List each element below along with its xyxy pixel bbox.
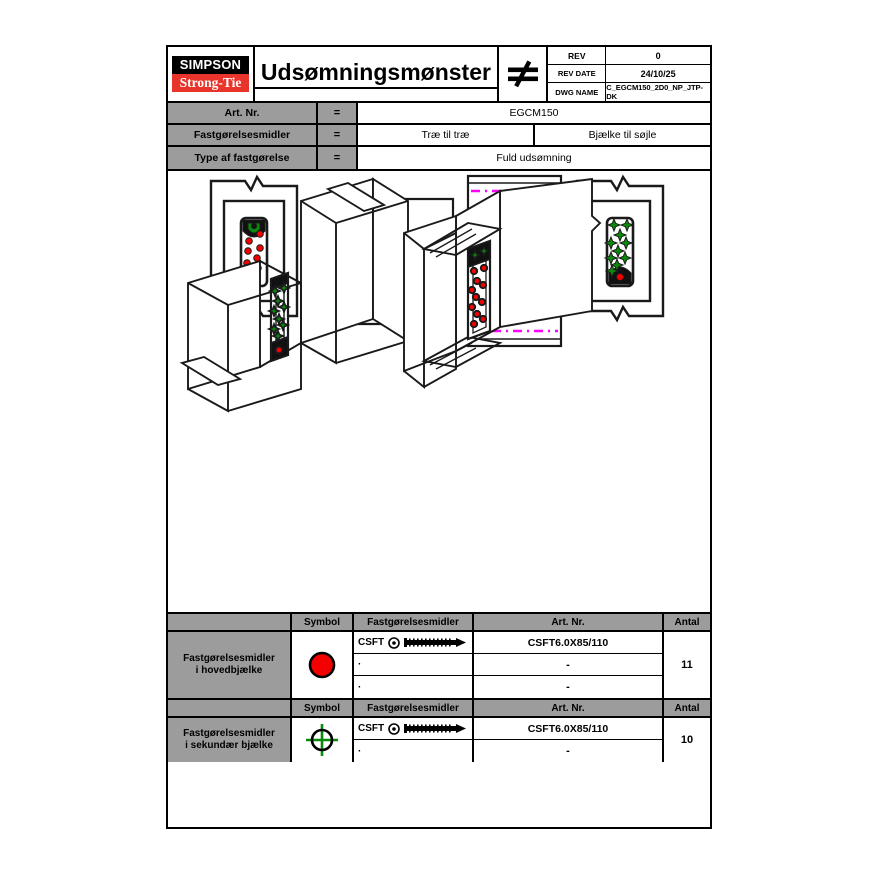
fastener-code-3: · xyxy=(358,681,362,693)
view-isometric-beam-to-column-left xyxy=(179,177,409,413)
header-quantity: Antal xyxy=(674,616,700,628)
specification-table: Art. Nr. = EGCM150 Fastgørelsesmidler = … xyxy=(168,103,710,171)
article-column: CSFT6.0X85/110 - - xyxy=(474,632,664,698)
dwg-name-label: DWG NAME xyxy=(548,83,607,101)
screw-head-icon xyxy=(388,636,400,649)
rev-date-label: REV DATE xyxy=(548,65,607,82)
fastener-table-main-beam: Symbol Fastgørelsesmidler Art. Nr. Antal… xyxy=(168,614,710,700)
header-article: Art. Nr. xyxy=(474,614,664,630)
spec-row-article: Art. Nr. = EGCM150 xyxy=(168,103,710,125)
symbol-cell-red-circle xyxy=(292,632,354,698)
fastener-row-2-1: CSFT xyxy=(354,718,472,740)
dwg-name-row: DWG NAME C_EGCM150_2D0_NP_JTP-DK xyxy=(548,83,710,101)
revision-date-row: REV DATE 24/10/25 xyxy=(548,65,710,83)
header-article-2: Art. Nr. xyxy=(474,700,664,716)
spec-equals-article: = xyxy=(318,103,358,123)
header-symbol: Symbol xyxy=(292,614,354,630)
header-fastener-2: Fastgørelsesmidler xyxy=(354,700,474,716)
fastener-description-line2: i hovedbjælke xyxy=(195,665,263,676)
revision-block: REV 0 REV DATE 24/10/25 DWG NAME C_EGCM1… xyxy=(548,47,710,101)
spec-label-fastening-type: Type af fastgørelse xyxy=(168,147,318,169)
green-crosshair-circle-icon xyxy=(306,724,338,756)
title-block: SIMPSON Strong-Tie Udsømningsmønster REV… xyxy=(168,47,710,103)
rev-label: REV xyxy=(548,47,607,64)
dwg-name-value: C_EGCM150_2D0_NP_JTP-DK xyxy=(606,83,703,101)
fastener-row-2-2: · xyxy=(354,740,472,762)
fastener-table-body: Fastgørelsesmidler i hovedbjælke CSFT xyxy=(168,632,710,698)
article-row-2: - xyxy=(474,654,662,676)
logo-simpson-text: SIMPSON xyxy=(172,55,249,74)
screw-icon-2 xyxy=(404,724,467,733)
rev-date-value: 24/10/25 xyxy=(640,68,676,79)
red-filled-circle-icon xyxy=(308,651,336,679)
fastener-description-2-line2: i sekundær bjælke xyxy=(185,740,273,751)
rev-value: 0 xyxy=(655,50,661,61)
header-spacer-2 xyxy=(168,700,292,716)
fastener-row-1: CSFT xyxy=(354,632,472,654)
spec-label-article: Art. Nr. xyxy=(168,103,318,123)
spec-value-fastening-type: Fuld udsømning xyxy=(496,152,572,164)
sheet-title-text: Udsømningsmønster xyxy=(254,59,497,89)
fastener-description-line1: Fastgørelsesmidler xyxy=(183,652,275,664)
spec-value-wood-to-wood: Træ til træ xyxy=(421,129,470,141)
view-front-elevation-right xyxy=(575,174,665,323)
fastener-code-2-2: · xyxy=(358,745,362,757)
not-equal-symbol-icon xyxy=(507,60,538,88)
fastener-code: CSFT xyxy=(358,637,385,648)
fastener-column: CSFT xyxy=(354,632,474,698)
article-row-3: - xyxy=(566,681,570,693)
spec-row-fastening-type: Type af fastgørelse = Fuld udsømning xyxy=(168,147,710,169)
spec-label-fasteners: Fastgørelsesmidler xyxy=(168,125,318,145)
fastener-marks-red xyxy=(467,263,489,329)
spec-equals-fastening-type: = xyxy=(318,147,358,169)
fastener-table-header-2: Symbol Fastgørelsesmidler Art. Nr. Antal xyxy=(168,700,710,718)
spec-value-article: EGCM150 xyxy=(509,107,559,119)
drawing-sheet: SIMPSON Strong-Tie Udsømningsmønster REV… xyxy=(166,45,712,829)
fastener-table-header: Symbol Fastgørelsesmidler Art. Nr. Antal xyxy=(168,614,710,632)
article-row-2-2: - xyxy=(566,745,570,757)
spec-row-fasteners: Fastgørelsesmidler = Træ til træ Bjælke … xyxy=(168,125,710,147)
fastener-code-2: · xyxy=(358,659,362,670)
spec-value-beam-to-column: Bjælke til søjle xyxy=(533,125,710,145)
sheet-title: Udsømningsmønster xyxy=(254,47,499,101)
revision-row: REV 0 xyxy=(548,47,710,65)
fastener-row-3: · xyxy=(354,676,472,698)
fastener-column-2: CSFT xyxy=(354,718,474,762)
spec-equals-fasteners: = xyxy=(318,125,358,145)
fastener-table-secondary-beam: Symbol Fastgørelsesmidler Art. Nr. Antal… xyxy=(168,700,710,762)
drawing-area xyxy=(168,171,710,614)
fastener-description-2-line1: Fastgørelsesmidler xyxy=(183,727,275,739)
fastener-row-2: · xyxy=(354,654,472,676)
header-symbol-2: Symbol xyxy=(292,700,354,716)
screw-head-icon-2 xyxy=(388,722,400,735)
fastener-description: Fastgørelsesmidler i hovedbjælke xyxy=(168,632,292,698)
article-row-2-1: CSFT6.0X85/110 xyxy=(474,718,662,740)
screw-icon xyxy=(404,638,467,647)
simpson-strong-tie-logo: SIMPSON Strong-Tie xyxy=(168,47,255,101)
fastener-description-2: Fastgørelsesmidler i sekundær bjælke xyxy=(168,718,292,762)
technical-drawing xyxy=(179,174,665,413)
projection-symbol-cell xyxy=(499,47,549,101)
symbol-cell-green-crosshair xyxy=(292,718,354,762)
logo-strongtie-text: Strong-Tie xyxy=(172,73,249,93)
article-column-2: CSFT6.0X85/110 - xyxy=(474,718,664,762)
fastener-table-body-2: Fastgørelsesmidler i sekundær bjælke CSF… xyxy=(168,718,710,762)
article-row-1: CSFT6.0X85/110 xyxy=(474,632,662,654)
header-fastener: Fastgørelsesmidler xyxy=(354,614,474,630)
quantity-value: 11 xyxy=(681,659,693,671)
header-quantity-2: Antal xyxy=(674,702,700,714)
quantity-value-2: 10 xyxy=(680,734,694,746)
fastener-code-2-1: CSFT xyxy=(358,723,385,734)
header-spacer xyxy=(168,614,292,630)
view-isometric-beam-to-beam-right xyxy=(403,177,602,389)
